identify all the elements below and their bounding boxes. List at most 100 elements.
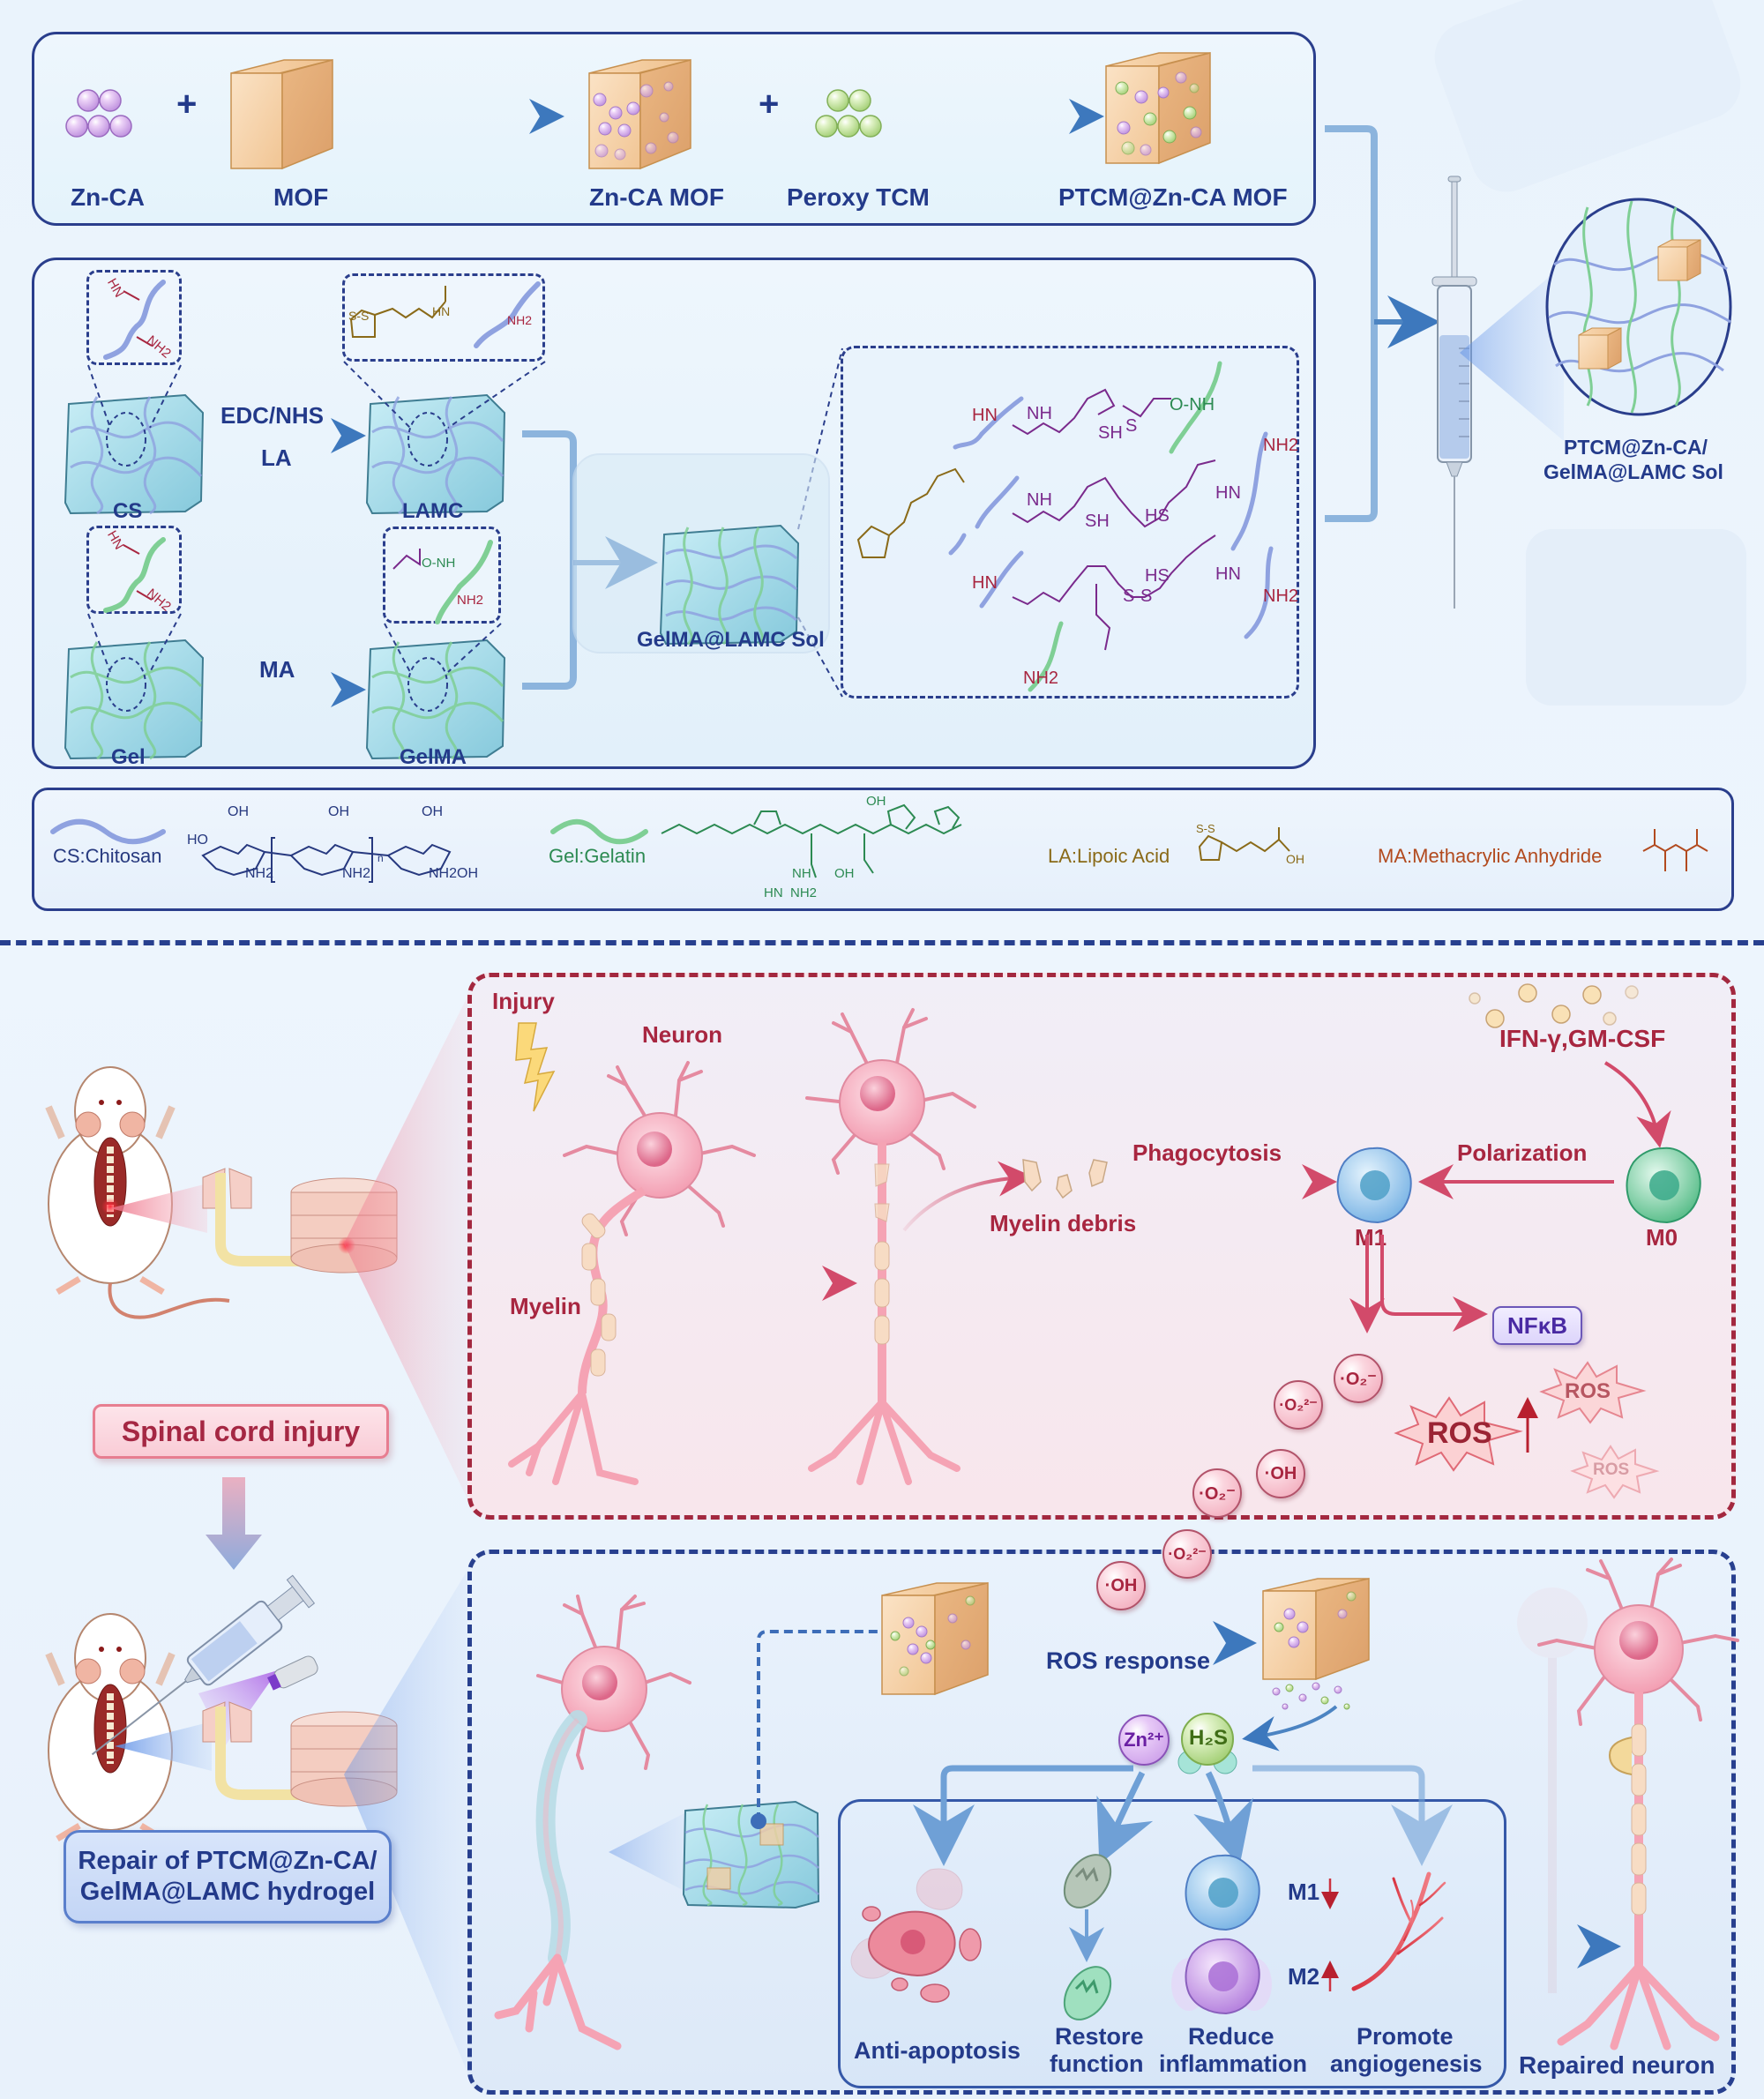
arrow-right-icon [653, 1266, 857, 1301]
ptcm-zn-ca-mof-cube-icon [1105, 52, 1211, 165]
lamc-hydrogel-cube-icon [365, 393, 506, 515]
syringe-icon [1431, 176, 1477, 609]
arrow-right-icon [219, 672, 366, 707]
zn-ca-mof-cube-icon [588, 59, 691, 170]
legend-gelatin: Gel:Gelatin [549, 845, 647, 867]
disulfide-label: S-S [348, 309, 370, 323]
m1-macrophage-icon [1185, 1854, 1260, 1931]
dashed-connector-line [751, 1630, 878, 1829]
arrow-up-icon [1517, 1397, 1538, 1453]
atom-label: NH2 [429, 866, 458, 881]
lightning-icon [515, 1022, 556, 1112]
mof-cube-icon [230, 59, 333, 170]
atom-label: NH2 [1023, 669, 1059, 688]
reagent-ma: MA [259, 656, 295, 683]
label-mof: MOF [273, 183, 329, 211]
m1-output-arrows [1349, 1235, 1488, 1333]
effect-anti-apoptosis: Anti-apoptosis [854, 2037, 1020, 2064]
apoptotic-cells-icon [850, 1868, 982, 2003]
superoxide-radical: ·O₂⁻ [1334, 1354, 1383, 1403]
arrow-right-icon [395, 99, 564, 134]
atom-label: NH2 [1263, 586, 1299, 606]
arrow-down-icon [1321, 1879, 1339, 1909]
m1-macrophage-icon [1336, 1147, 1412, 1224]
neuron-repaired-icon [1537, 1557, 1739, 2050]
crosslink-structure-diagram [856, 361, 1274, 692]
magnify-cone [609, 1812, 686, 1892]
label-gel: Gel [111, 745, 146, 769]
atom-label: NH2 [1263, 436, 1299, 455]
final-product-label-line2: GelMA@LAMC Sol [1544, 460, 1723, 483]
label-lamc: LAMC [402, 499, 464, 523]
plus-sign: + [176, 85, 198, 123]
arrow-up-icon [1321, 1961, 1339, 1991]
combine-bracket-arrow [1325, 125, 1440, 522]
atom-label: OH [228, 804, 249, 819]
ros-burst-icon [1539, 1361, 1647, 1424]
atom-label: OH [834, 866, 855, 881]
atom-label: HN [972, 406, 998, 425]
atom-label: NH [792, 866, 811, 881]
label-cs: CS [113, 499, 143, 523]
spinal-cord-injury-label: Spinal cord injury [93, 1404, 389, 1459]
label-peroxy-tcm: Peroxy TCM [787, 183, 930, 211]
atom-label: HN [1215, 564, 1241, 584]
ros-burst-icon [1394, 1396, 1523, 1472]
h2s-molecule-icon [1177, 1713, 1237, 1774]
mof-cube-intact-icon [881, 1582, 989, 1696]
myelin-debris-icon [1022, 1159, 1108, 1199]
effect-promote-line1: Promote [1357, 2023, 1454, 2050]
ester-label: O-NH [422, 556, 456, 571]
crosslink-structure-callout [841, 346, 1299, 698]
neuron-hydrogel-wrapped-icon [494, 1595, 691, 2050]
atom-label: S-S [1196, 822, 1215, 835]
atom-label: NH2 [342, 866, 371, 881]
atom-label: S-S [1123, 586, 1153, 606]
atom-label: HO [187, 833, 208, 848]
blood-vessel-icon [1351, 1871, 1446, 1991]
atom-label: OH [1286, 852, 1304, 866]
atom-label: HS [1145, 506, 1170, 526]
hydroxyl-radical: ·OH [1256, 1449, 1305, 1498]
m2-macrophage-icon [1171, 1938, 1272, 2015]
label-repaired-neuron: Repaired neuron [1519, 2051, 1715, 2079]
amine-label: NH2 [457, 593, 484, 608]
atom-label: NH2 [245, 866, 274, 881]
arrow-left-icon [1418, 1164, 1614, 1199]
ros-label-small: ROS [1593, 1460, 1630, 1479]
reagent-la: LA [261, 444, 292, 471]
label-myelin: Myelin [510, 1293, 581, 1319]
syringe-injection-icon [91, 1574, 316, 1756]
atom-label: HN [764, 885, 783, 900]
arrow-curve-icon [1242, 1705, 1338, 1752]
effect-promote-line2: angiogenesis [1330, 2050, 1483, 2077]
label-myelin-debris: Myelin debris [990, 1210, 1137, 1236]
label-m2-increase: M2 [1288, 1963, 1320, 1990]
magnify-cone [344, 988, 472, 1508]
atom-label: OH [422, 804, 443, 819]
gelatin-strand-icon [103, 537, 166, 613]
hydroxyl-radical: ·OH [1096, 1561, 1146, 1610]
repair-label-line1: Repair of PTCM@Zn-CA/ [78, 1847, 377, 1876]
faint-neuron-background [1517, 1587, 1588, 1993]
repair-label: Repair of PTCM@Zn-CA/ GelMA@LAMC hydroge… [64, 1830, 392, 1923]
arrow-right-icon [1113, 1164, 1337, 1199]
superoxide-radical: ·O₂⁻ [1192, 1468, 1242, 1518]
amine-label: NH2 [507, 313, 533, 327]
cs-zoom-box [86, 270, 182, 365]
amide-label: HN [432, 304, 451, 318]
zinc-ion: Zn²⁺ [1118, 1714, 1170, 1766]
ros-burst-icon [1570, 1445, 1660, 1499]
ros-label-large: ROS [1427, 1416, 1492, 1450]
final-product-label-line1: PTCM@Zn-CA/ [1564, 436, 1708, 459]
arrow-down-icon [206, 1477, 262, 1570]
label-polarization: Polarization [1457, 1139, 1588, 1166]
atom-label: OH [866, 794, 886, 809]
label-gelma-lamc-sol: GelMA@LAMC Sol [637, 628, 825, 652]
gel-hydrogel-cube-icon [64, 639, 205, 760]
nfkb-label: NFκB [1492, 1306, 1582, 1345]
treatment-cone [115, 1722, 212, 1771]
lipoic-acid-structure [1198, 827, 1290, 861]
effect-reduce-line2: inflammation [1159, 2050, 1308, 2077]
label-gelma: GelMA [400, 745, 467, 769]
